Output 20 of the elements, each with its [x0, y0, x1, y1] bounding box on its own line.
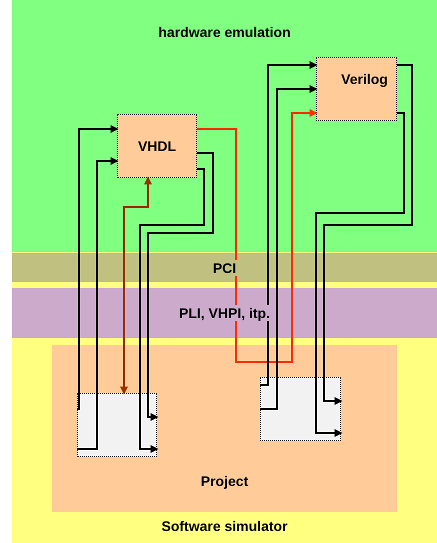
module-box: [316, 57, 397, 121]
module-label: Verilog: [341, 71, 388, 87]
signal-wire: [323, 64, 413, 405]
block-box: [77, 393, 157, 457]
signal-wire: [197, 109, 318, 363]
signal-wire: [76, 125, 119, 410]
project-box: [52, 345, 397, 512]
module-box: [117, 114, 197, 178]
signal-wire: [315, 112, 405, 437]
signal-wire: [120, 176, 152, 395]
signal-wire: [147, 152, 214, 421]
simulator-region: [12, 338, 437, 543]
region-label: Project: [200, 473, 248, 489]
emulation-region: [12, 0, 437, 252]
signal-wire: [77, 157, 119, 450]
module-label: VHDL: [138, 138, 176, 154]
region-label: hardware emulation: [158, 24, 291, 40]
region-label: Software simulator: [161, 518, 288, 534]
block-box: [260, 377, 341, 441]
signal-wire: [139, 168, 205, 453]
